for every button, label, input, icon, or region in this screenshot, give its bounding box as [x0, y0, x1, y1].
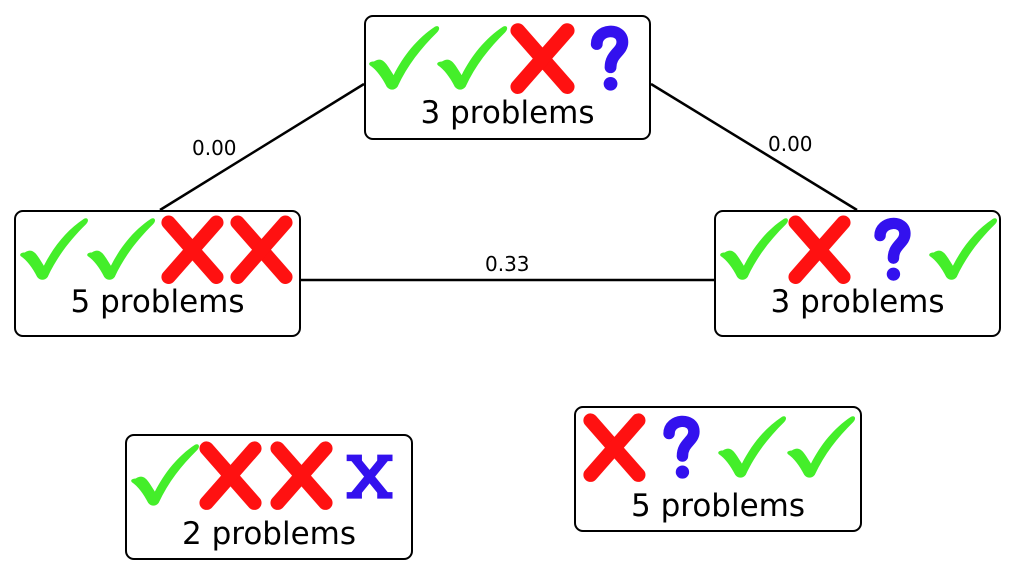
cross-icon — [788, 215, 851, 284]
cross-icon — [161, 215, 224, 284]
mark-row — [369, 23, 629, 94]
check-icon — [437, 26, 508, 90]
node-label: 5 problems — [70, 284, 245, 320]
check-icon — [929, 218, 998, 280]
check-icon — [20, 218, 88, 280]
question-mark-icon — [874, 217, 911, 281]
edge-label-top-left: 0.00 — [192, 136, 237, 160]
cross-icon — [270, 441, 333, 510]
node-label: 5 problems — [631, 488, 805, 524]
blue-x-icon — [346, 454, 393, 499]
edge-label-left-right: 0.33 — [485, 252, 530, 276]
check-icon — [787, 416, 856, 478]
check-icon — [718, 416, 787, 478]
node-left: 5 problems — [14, 210, 301, 337]
node-top: 3 problems — [364, 15, 651, 140]
node-label: 2 problems — [182, 516, 356, 552]
node-right: 3 problems — [714, 210, 1001, 337]
node-label: 3 problems — [420, 95, 595, 131]
mark-row — [720, 215, 998, 284]
cross-icon — [583, 413, 646, 482]
cross-icon — [230, 215, 293, 284]
edge-top-right — [650, 82, 858, 212]
node-label: 3 problems — [770, 284, 945, 320]
check-icon — [87, 218, 156, 280]
mark-row — [131, 441, 393, 510]
mark-row — [583, 413, 856, 482]
question-mark-icon — [663, 415, 700, 479]
question-mark-icon — [590, 25, 629, 91]
node-bottom-left: 2 problems — [125, 434, 413, 560]
check-icon — [369, 26, 440, 90]
edge-label-top-right: 0.00 — [768, 132, 813, 156]
cross-icon — [510, 23, 575, 94]
mark-row — [20, 215, 293, 284]
node-bottom-right: 5 problems — [574, 406, 862, 532]
cross-icon — [199, 441, 262, 510]
check-icon — [720, 218, 788, 280]
check-icon — [131, 444, 199, 506]
edge-top-left — [159, 82, 365, 212]
